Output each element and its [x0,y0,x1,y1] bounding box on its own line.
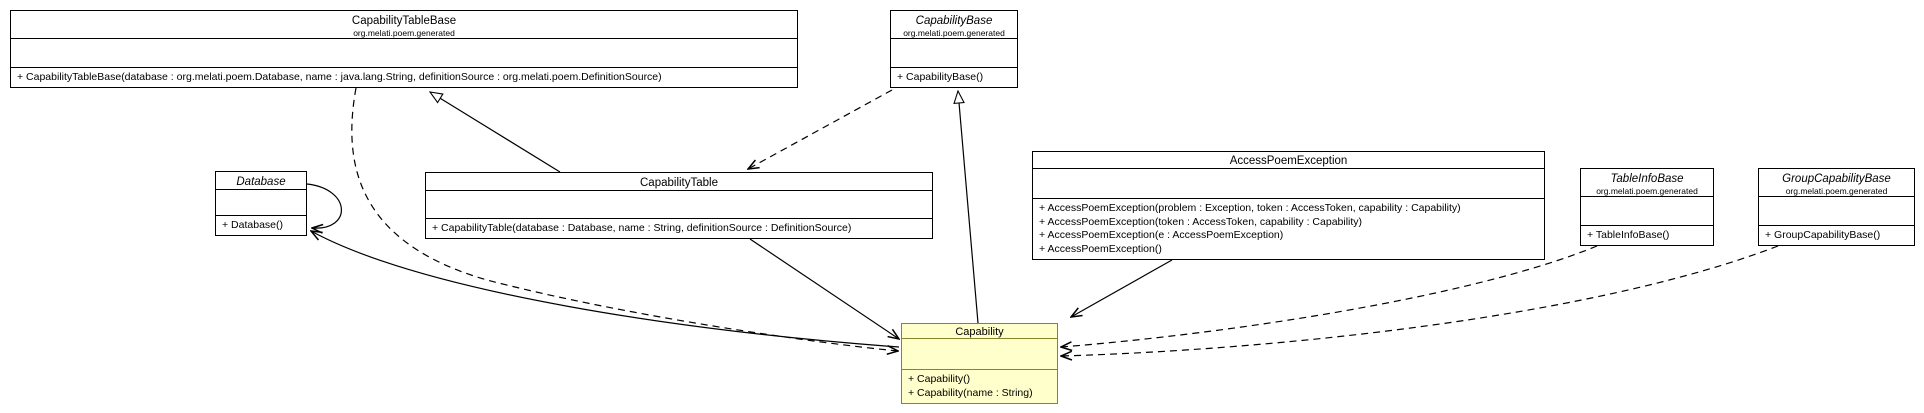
fields-compartment [902,338,1057,369]
fields-compartment [1759,196,1914,225]
class-box-database[interactable]: Database + Database() [215,171,307,236]
method-signature: + GroupCapabilityBase() [1765,228,1881,241]
edge-dependency-capabilitybase-to-capabilitytable [748,89,893,169]
method-signature: + AccessPoemException(problem : Exceptio… [1039,202,1461,214]
method-signature: + Capability() [908,373,971,385]
class-box-capabilitytablebase[interactable]: CapabilityTableBase org.melati.poem.gene… [10,10,798,88]
fields-compartment [891,38,1017,67]
methods-compartment: + CapabilityTable(database : Database, n… [426,217,932,239]
class-name: AccessPoemException [1229,155,1348,167]
class-title: Database [216,172,306,189]
method-signature: + CapabilityTable(database : Database, n… [432,221,852,234]
methods-compartment: + TableInfoBase() [1581,224,1713,246]
class-package: org.melati.poem.generated [353,28,455,38]
class-title: CapabilityTableBase org.melati.poem.gene… [11,11,797,38]
class-title: Capability [902,324,1057,338]
class-name: GroupCapabilityBase [1782,173,1891,185]
class-title: TableInfoBase org.melati.poem.generated [1581,169,1713,196]
class-box-accesspoemexception[interactable]: AccessPoemException + AccessPoemExceptio… [1032,151,1545,260]
class-title: AccessPoemException [1033,152,1544,168]
methods-compartment: + CapabilityBase() [891,66,1017,88]
fields-compartment [216,189,306,215]
edge-self-association-database [306,183,342,228]
class-name: CapabilityBase [915,15,993,27]
class-box-groupcapabilitybase[interactable]: GroupCapabilityBase org.melati.poem.gene… [1758,168,1915,246]
edge-dependency-groupcapabilitybase-to-capability [1061,245,1779,356]
class-box-capability[interactable]: Capability + Capability() + Capability(n… [901,323,1058,404]
class-name: TableInfoBase [1610,173,1684,185]
method-signature: + CapabilityBase() [897,70,984,83]
method-signature: + Capability(name : String) [908,386,1033,399]
methods-compartment: + AccessPoemException(problem : Exceptio… [1033,198,1544,259]
method-signature: + AccessPoemException(token : AccessToke… [1039,215,1363,228]
class-title: CapabilityTable [426,173,932,190]
class-name: Capability [955,326,1004,338]
method-signature: + Database() [222,218,283,231]
edge-dependency-tableinfobase-to-capability [1061,245,1598,347]
edge-generalization-capabilitytable-to-capabilitytablebase [430,92,561,173]
class-name: Database [236,176,286,188]
methods-compartment: + Capability() + Capability(name : Strin… [902,369,1057,403]
class-box-capabilitytable[interactable]: CapabilityTable + CapabilityTable(databa… [425,172,933,239]
class-title: CapabilityBase org.melati.poem.generated [891,11,1017,38]
class-title: GroupCapabilityBase org.melati.poem.gene… [1759,169,1914,196]
edge-association-accesspoemexception-to-capability [1071,259,1173,317]
edge-generalization-capability-to-capabilitybase [958,91,979,324]
class-box-capabilitybase[interactable]: CapabilityBase org.melati.poem.generated… [890,10,1018,88]
class-package: org.melati.poem.generated [1785,186,1888,196]
edge-association-capabilitytable-to-capability [749,238,899,339]
method-signature: + AccessPoemException(e : AccessPoemExce… [1039,229,1284,241]
fields-compartment [1581,196,1713,225]
class-package: org.melati.poem.generated [903,28,1005,38]
fields-compartment [1033,168,1544,198]
methods-compartment: + Database() [216,214,306,236]
edge-association-capability-to-database [311,231,900,348]
fields-compartment [11,38,797,67]
methods-compartment: + CapabilityTableBase(database : org.mel… [11,66,797,88]
class-name: CapabilityTableBase [351,15,457,27]
method-signature: + CapabilityTableBase(database : org.mel… [17,70,662,83]
fields-compartment [426,190,932,218]
method-signature: + AccessPoemException() [1039,242,1162,255]
class-name: CapabilityTable [640,177,718,189]
methods-compartment: + GroupCapabilityBase() [1759,224,1914,246]
class-package: org.melati.poem.generated [1596,186,1698,196]
class-box-tableinfobase[interactable]: TableInfoBase org.melati.poem.generated … [1580,168,1714,246]
method-signature: + TableInfoBase() [1587,228,1670,241]
